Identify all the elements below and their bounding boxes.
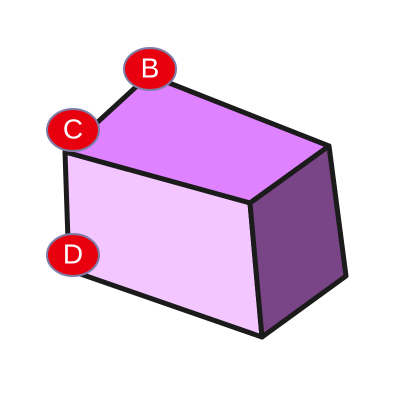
label-b-text: B (141, 52, 160, 83)
label-d-badge (46, 233, 100, 277)
label-d-text: D (63, 238, 83, 269)
side-face (247, 143, 349, 340)
vertex-label-d: D (46, 233, 100, 277)
vertex-label-c: C (46, 108, 100, 152)
label-c-badge (46, 108, 100, 152)
label-c-text: C (63, 113, 83, 144)
label-b-badge (123, 47, 177, 91)
cuboid (62, 72, 349, 340)
vertex-label-b: B (123, 47, 177, 91)
